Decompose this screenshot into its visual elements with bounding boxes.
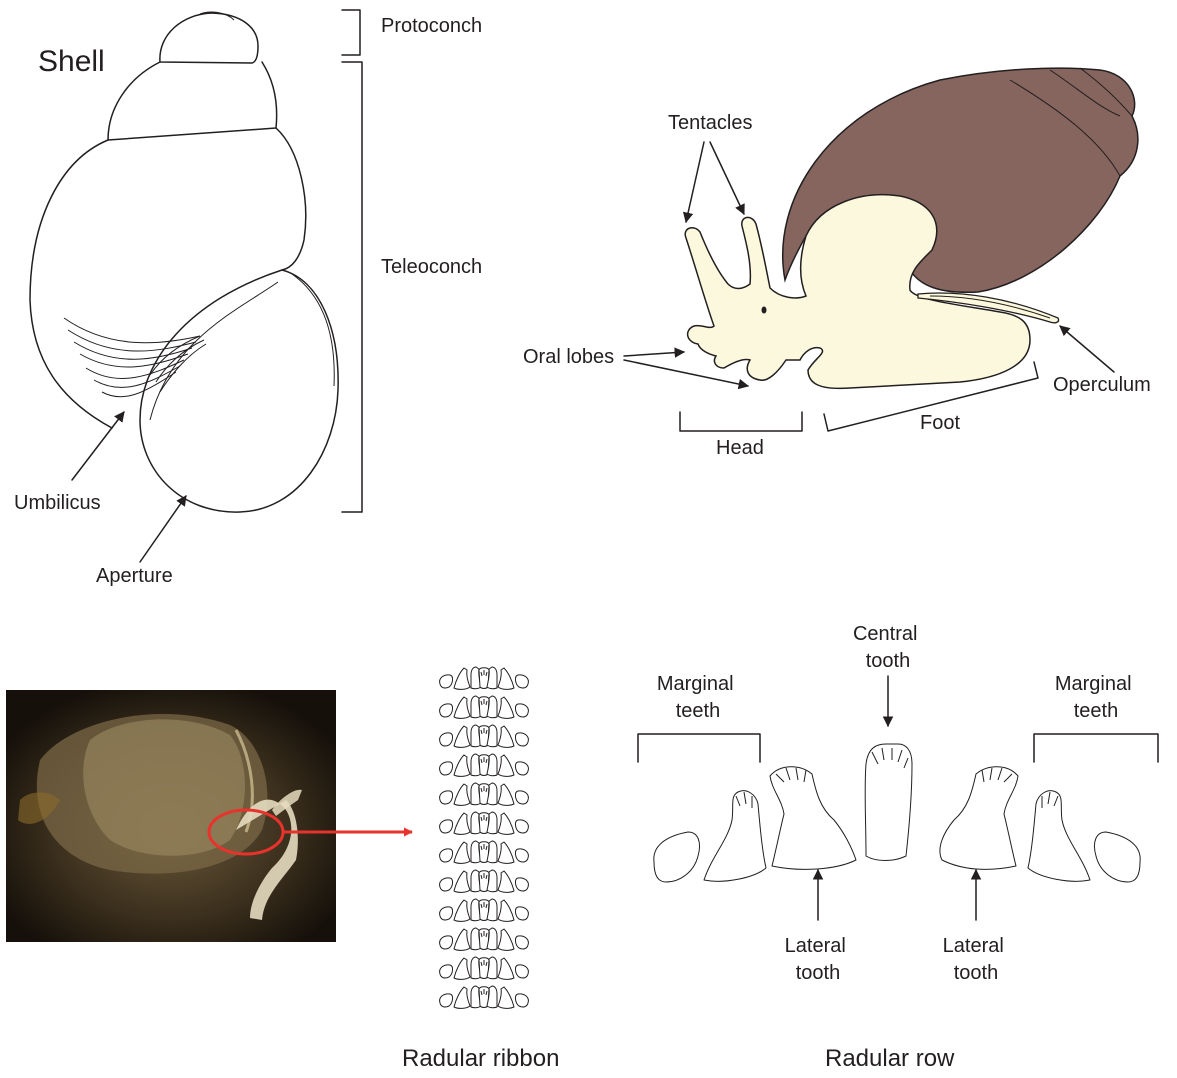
protoconch-label: Protoconch <box>381 15 482 37</box>
foot-label: Foot <box>920 412 960 434</box>
radular-ribbon-row <box>440 870 529 892</box>
central-tooth <box>865 744 912 861</box>
radular-ribbon-row <box>440 957 529 979</box>
snail-drawing <box>685 68 1138 388</box>
marginal-teeth-left-label: Marginal teeth <box>657 673 739 722</box>
lateral-tooth-left <box>770 767 856 870</box>
lateral-tooth-left-label: Lateral tooth <box>785 935 852 984</box>
marginal-tooth-inner-left <box>704 791 766 882</box>
radular-ribbon-row <box>440 667 529 689</box>
shell-drawing <box>30 12 338 512</box>
radular-ribbon-row <box>440 783 529 805</box>
radular-ribbon-row <box>440 899 529 921</box>
tentacles-label: Tentacles <box>668 112 753 134</box>
marginal-tooth-outer-left <box>654 832 700 882</box>
oral-lobes-label: Oral lobes <box>523 346 614 368</box>
marginal-teeth-left-bracket <box>638 734 760 762</box>
tentacles-arrow-left <box>686 142 704 222</box>
marginal-teeth-right-bracket <box>1034 734 1158 762</box>
radular-ribbon-row <box>440 754 529 776</box>
protoconch-bracket <box>342 10 360 55</box>
radular-row <box>654 744 1140 882</box>
radular-ribbon-row <box>440 696 529 718</box>
marginal-teeth-right-label: Marginal teeth <box>1055 673 1137 722</box>
umbilicus-arrow <box>72 412 124 480</box>
marginal-tooth-inner-right <box>1028 791 1090 882</box>
oral-lobes-arrow-upper <box>624 352 684 356</box>
radular-ribbon <box>440 667 529 1008</box>
row-caption: Radular row <box>825 1045 955 1072</box>
operculum-arrow <box>1060 326 1114 372</box>
radular-ribbon-row <box>440 928 529 950</box>
tentacles-arrow-right <box>710 142 744 214</box>
radular-ribbon-row <box>440 812 529 834</box>
radular-ribbon-row <box>440 725 529 747</box>
aperture-arrow <box>140 496 186 562</box>
snail-photo <box>6 690 336 942</box>
head-bracket <box>680 412 802 431</box>
radular-ribbon-row <box>440 986 529 1008</box>
central-tooth-label: Central tooth <box>853 623 923 672</box>
operculum-label: Operculum <box>1053 374 1151 396</box>
lateral-tooth-right-label: Lateral tooth <box>943 935 1010 984</box>
marginal-tooth-outer-right <box>1094 832 1140 882</box>
teleoconch-bracket <box>342 62 362 512</box>
shell-title: Shell <box>38 45 105 78</box>
teleoconch-label: Teleoconch <box>381 256 482 278</box>
ribbon-caption: Radular ribbon <box>402 1045 559 1072</box>
aperture-label: Aperture <box>96 565 173 587</box>
head-label: Head <box>716 437 764 459</box>
umbilicus-label: Umbilicus <box>14 492 101 514</box>
radular-ribbon-row <box>440 841 529 863</box>
lateral-tooth-right <box>940 767 1018 870</box>
